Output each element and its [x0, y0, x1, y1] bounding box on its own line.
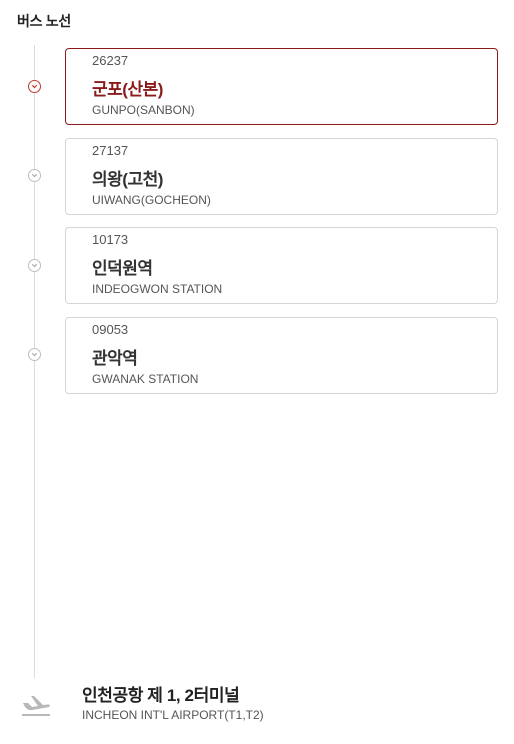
- stop-code: 27137: [92, 143, 129, 158]
- destination-name-en: INCHEON INT'L AIRPORT(T1,T2): [82, 708, 264, 722]
- stop-name-en: UIWANG(GOCHEON): [92, 193, 211, 207]
- page-title: 버스 노선: [17, 13, 71, 29]
- stop-marker-icon: [28, 348, 41, 361]
- route-timeline: [34, 45, 35, 678]
- stop-name-en: INDEOGWON STATION: [92, 282, 223, 296]
- stop-marker-icon: [28, 259, 41, 272]
- stop-code: 10173: [92, 232, 129, 247]
- bus-stop-item[interactable]: 09053 관악역 GWANAK STATION: [65, 317, 498, 394]
- bus-stop-item[interactable]: 10173 인덕원역 INDEOGWON STATION: [65, 227, 498, 304]
- stop-name-en: GWANAK STATION: [92, 372, 199, 386]
- stop-name-en: GUNPO(SANBON): [92, 103, 195, 117]
- airplane-icon: [20, 688, 52, 720]
- stop-code: 09053: [92, 322, 129, 337]
- destination-name: 인천공항 제 1, 2터미널: [82, 686, 240, 705]
- stop-name: 군포(산본): [92, 80, 163, 99]
- stop-name: 의왕(고천): [92, 170, 163, 189]
- stop-marker-icon: [28, 169, 41, 182]
- stop-name: 인덕원역: [92, 259, 153, 278]
- stop-code: 26237: [92, 53, 129, 68]
- stop-name: 관악역: [92, 349, 138, 368]
- bus-stop-item[interactable]: 26237 군포(산본) GUNPO(SANBON): [65, 48, 498, 125]
- stop-marker-icon: [28, 80, 41, 93]
- bus-stop-item[interactable]: 27137 의왕(고천) UIWANG(GOCHEON): [65, 138, 498, 215]
